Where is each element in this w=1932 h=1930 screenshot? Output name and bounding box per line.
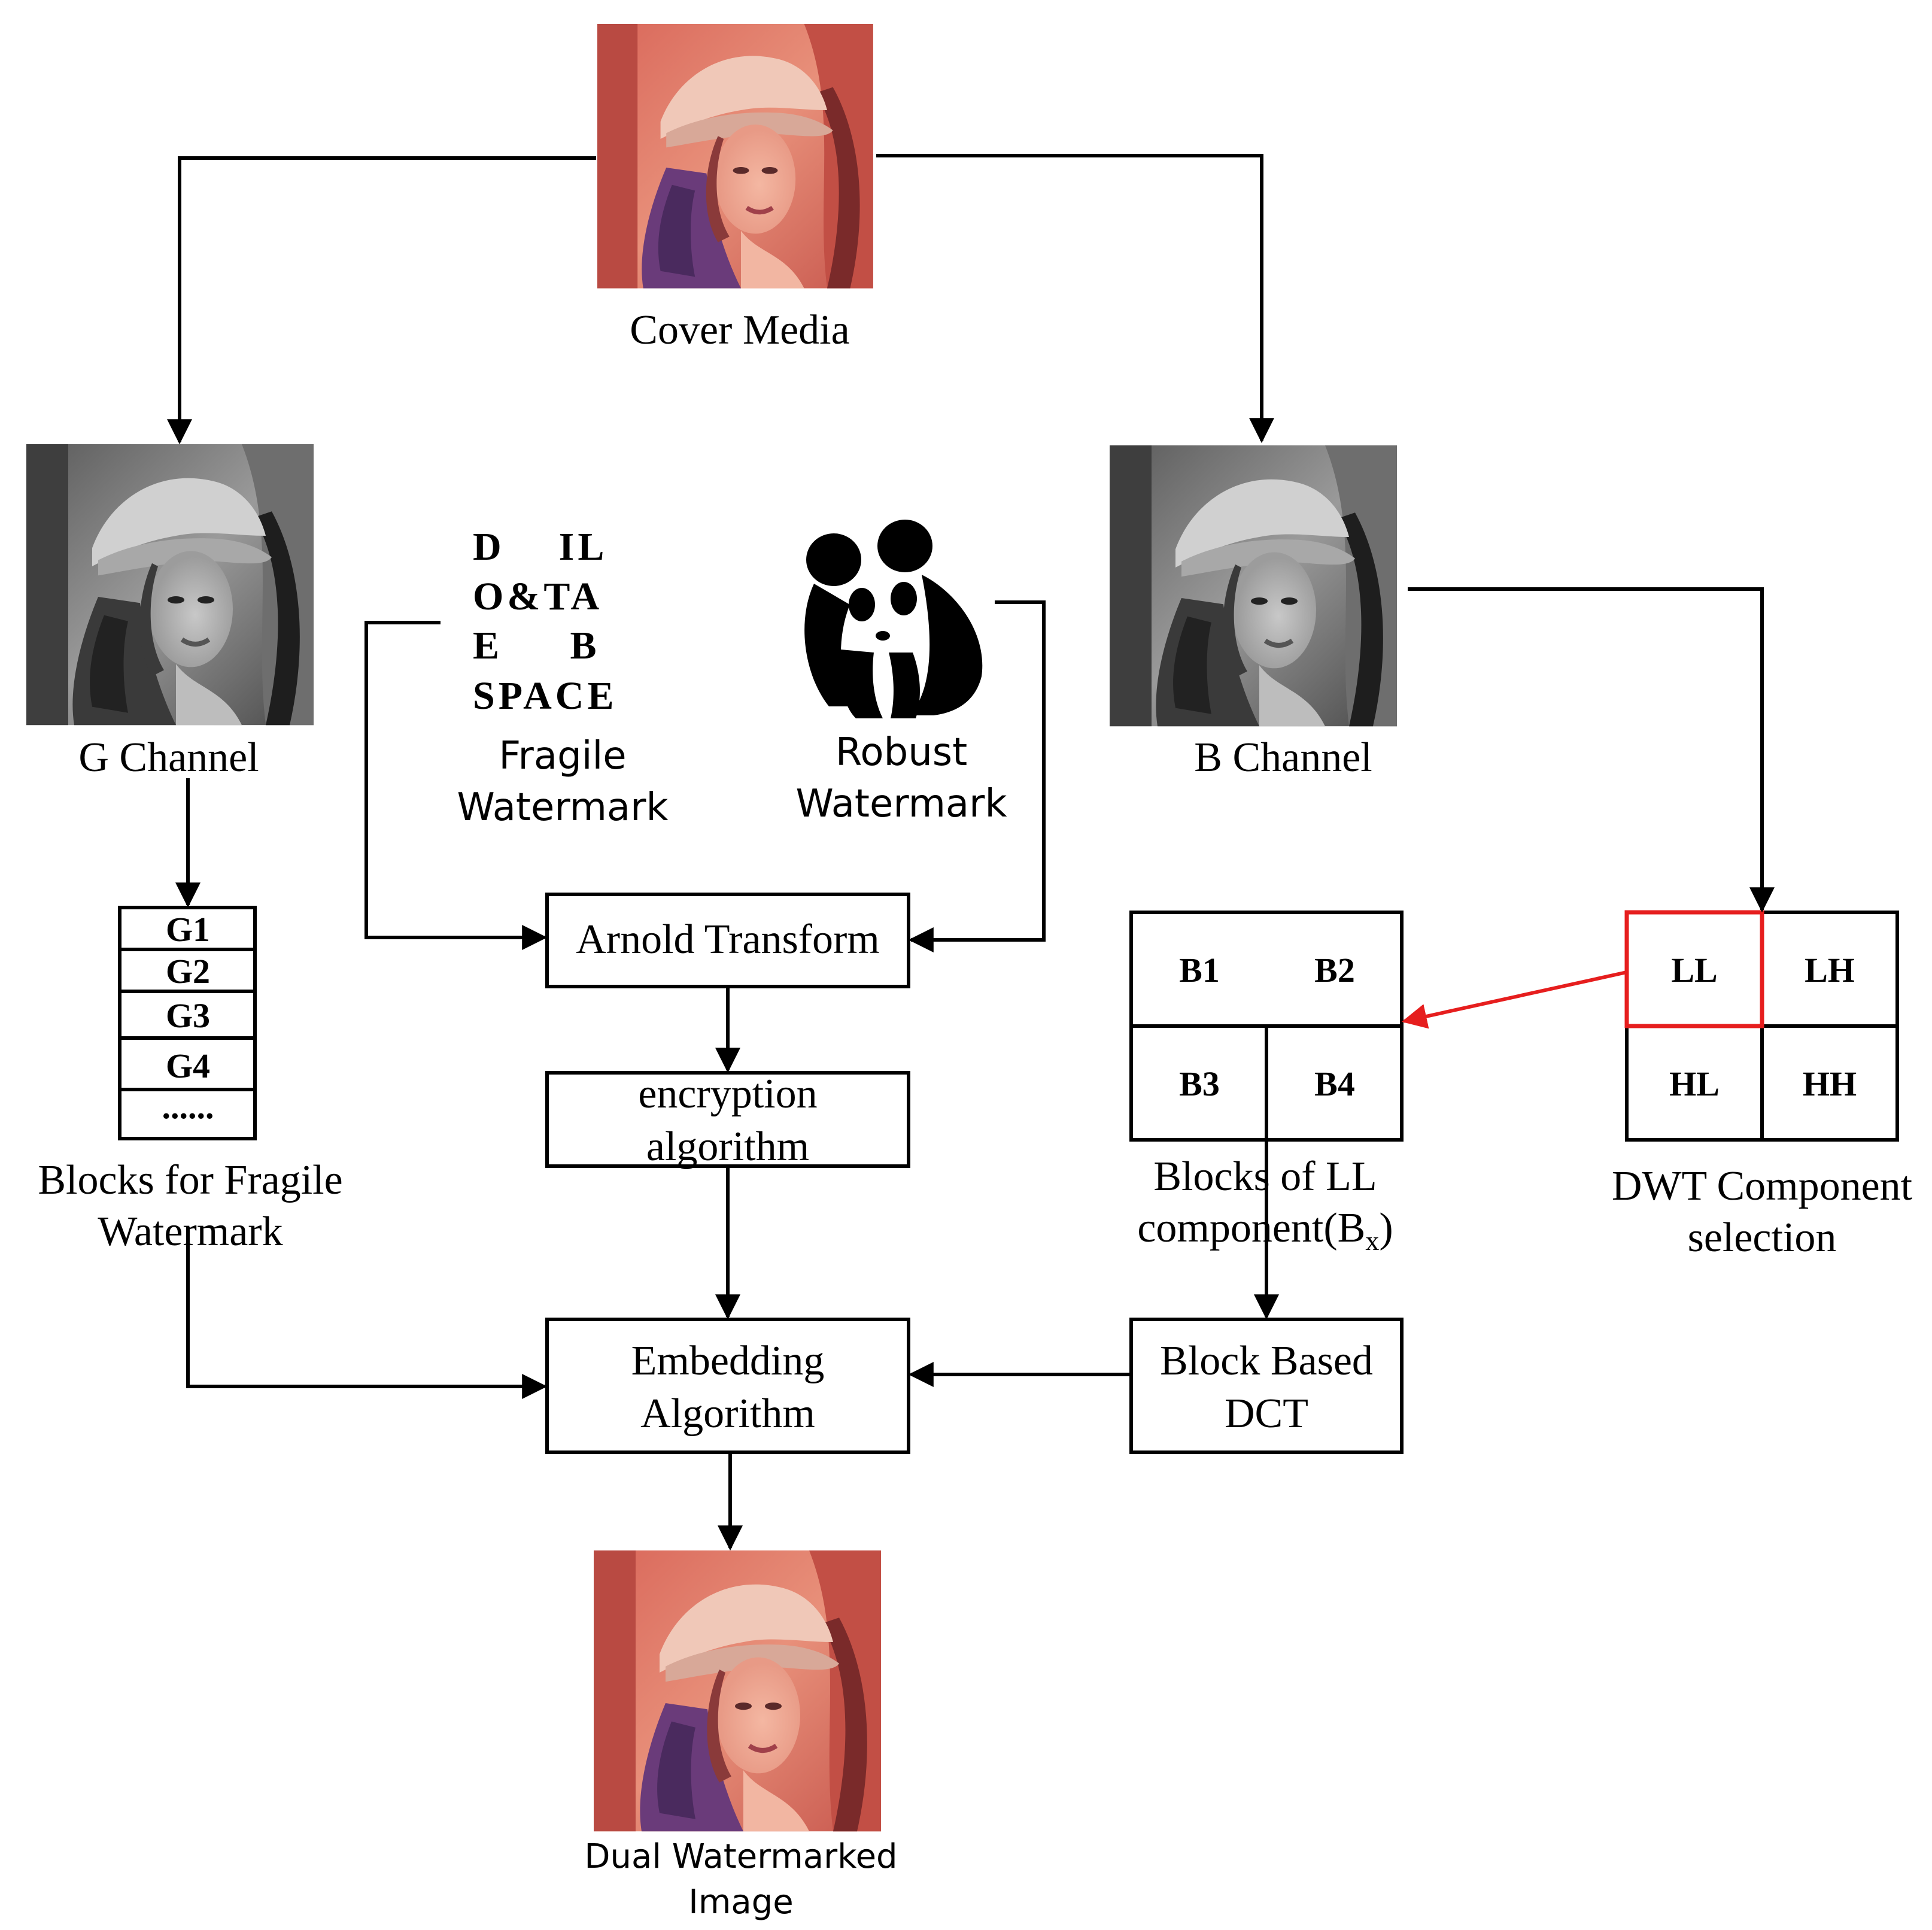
dct-label-line-1: Block Based <box>1160 1338 1373 1384</box>
fragile-mark-row-4: SPACE <box>473 674 617 718</box>
connectors <box>167 154 1775 1551</box>
fragile-mark-row-2: O&TA <box>473 575 603 618</box>
encryption-label-line-1: encryption <box>638 1071 817 1117</box>
dwt-label-line-2: selection <box>1688 1215 1837 1261</box>
blocks-fragile-label-line-1: Blocks for Fragile <box>38 1157 342 1203</box>
ll-block-b3: B3 <box>1179 1064 1220 1103</box>
dwt-lh: LH <box>1805 951 1855 990</box>
dual-watermarked-label-line-1: Dual Watermarked <box>584 1837 897 1876</box>
arrow-cover-to-g <box>167 156 596 445</box>
arnold-transform-label: Arnold Transform <box>576 917 880 963</box>
g-block-1: G1 <box>166 910 210 949</box>
arrow-cover-to-b <box>876 154 1274 444</box>
fragile-watermark-image: D IL O&TA E B SPACE <box>473 525 617 718</box>
fragile-watermark-label-line-1: Fragile <box>499 734 626 778</box>
dual-watermarked-image <box>594 1550 881 1831</box>
arrow-b-to-dwt <box>1408 587 1775 913</box>
arrow-ll-to-blocks <box>1401 970 1627 1029</box>
arrow-blocks-to-embedding <box>186 1227 548 1399</box>
arrow-fragile-to-arnold <box>364 621 548 950</box>
ll-block-b4: B4 <box>1314 1064 1355 1103</box>
g-channel-image <box>26 444 314 725</box>
dct-label-line-2: DCT <box>1225 1391 1308 1437</box>
dwt-hl: HL <box>1669 1064 1720 1103</box>
g-blocks-stack: G1 G2 G3 G4 ...... <box>118 906 257 1140</box>
g-block-more: ...... <box>162 1087 214 1126</box>
arrow-robust-to-arnold <box>908 600 1046 952</box>
dwt-label-line-1: DWT Component <box>1612 1163 1913 1209</box>
dwt-hh: HH <box>1803 1064 1857 1103</box>
g-block-4: G4 <box>166 1046 210 1085</box>
encryption-label-line-2: algorithm <box>646 1124 809 1170</box>
block-based-dct-box <box>1129 1318 1404 1454</box>
robust-watermark-panda-image <box>804 520 983 718</box>
robust-watermark-label-line-1: Robust <box>836 730 967 775</box>
cover-media-label: Cover Media <box>630 307 849 353</box>
ll-block-b1: B1 <box>1179 951 1220 990</box>
fragile-mark-row-1: D IL <box>473 525 607 569</box>
fragile-mark-row-3: E B <box>473 624 600 667</box>
g-block-3: G3 <box>166 996 210 1035</box>
g-channel-label: G Channel <box>78 735 259 781</box>
embedding-label-line-1: Embedding <box>631 1338 825 1384</box>
embedding-label-line-2: Algorithm <box>640 1391 815 1437</box>
g-block-2: G2 <box>166 952 210 991</box>
cover-media-image <box>597 24 873 289</box>
blocks-fragile-label-line-2: Watermark <box>98 1209 282 1255</box>
encryption-algorithm-box <box>545 1071 910 1168</box>
b-channel-image <box>1110 445 1397 726</box>
ll-highlight <box>1624 910 1764 1028</box>
dual-watermarked-label-line-2: Image <box>688 1883 793 1922</box>
dwt-ll: LL <box>1671 951 1717 990</box>
fragile-watermark-label-line-2: Watermark <box>457 785 669 830</box>
dwt-component-grid: LL LH HL HH <box>1624 910 1899 1142</box>
b-channel-label: B Channel <box>1194 735 1372 781</box>
blocks-ll-label-line-1: Blocks of LL <box>1153 1154 1377 1200</box>
ll-block-b2: B2 <box>1314 951 1355 990</box>
robust-watermark-label-line-2: Watermark <box>796 782 1007 826</box>
blocks-ll-label-line-2: component(Bx) <box>1137 1205 1393 1256</box>
